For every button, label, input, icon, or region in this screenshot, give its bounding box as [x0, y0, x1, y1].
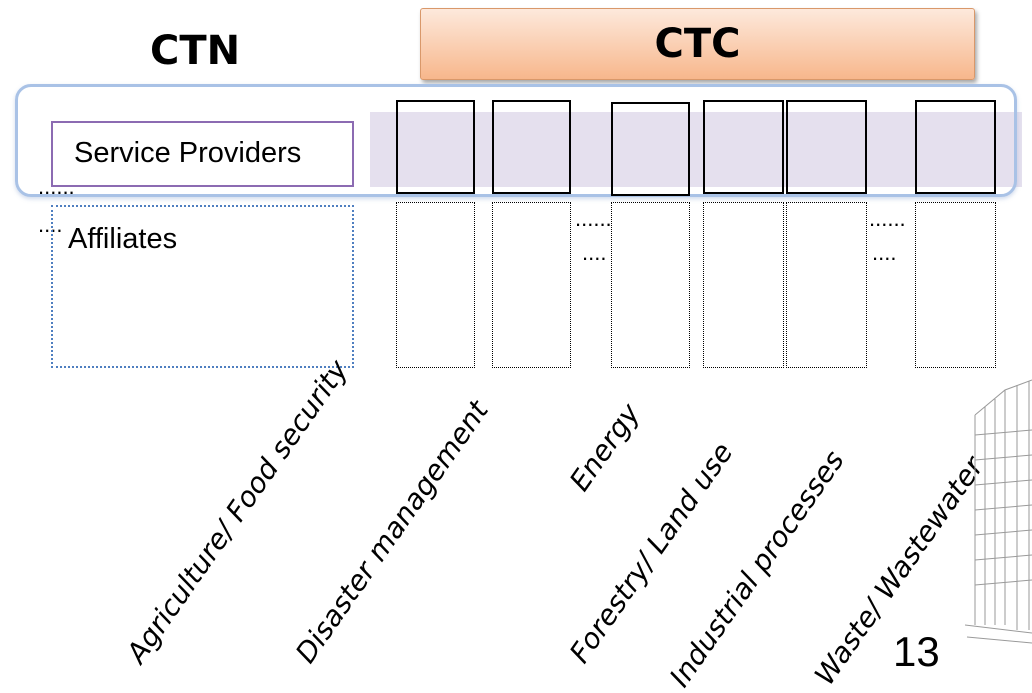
building-sketch-icon: [965, 379, 1032, 644]
affiliate-col-agriculture: [396, 202, 475, 368]
service-providers-box: [51, 121, 354, 187]
affiliate-col-energy: [611, 202, 690, 368]
sector-box-energy: [611, 102, 690, 196]
affiliate-col-waste: [915, 202, 996, 368]
sector-box-forestry: [703, 100, 784, 194]
sector-box-disaster: [492, 100, 571, 194]
sector-box-industrial: [786, 100, 867, 194]
affiliates-label: Affiliates: [68, 223, 178, 255]
ctc-banner: CTC: [420, 8, 975, 80]
sector-box-waste: [915, 100, 996, 194]
affiliate-col-forestry: [703, 202, 784, 368]
sector-label-disaster: Disaster management: [288, 394, 495, 669]
affiliates-box: [51, 205, 354, 368]
ellipsis-left-bottom: ....: [38, 212, 63, 237]
service-band-fill: [370, 112, 1022, 187]
ctn-title: CTN: [150, 28, 241, 74]
ellipsis-mid-2a: ......: [869, 206, 906, 231]
ellipsis-left-top: ......: [38, 174, 75, 199]
service-providers-label: Service Providers: [74, 137, 302, 169]
ctc-title: CTC: [654, 21, 741, 67]
ellipsis-mid-1a: ......: [575, 206, 612, 231]
ellipsis-mid-1b: ....: [582, 240, 607, 265]
sector-box-agriculture: [396, 100, 475, 194]
affiliate-col-disaster: [492, 202, 571, 368]
ellipsis-mid-2b: ....: [872, 240, 897, 265]
affiliate-col-industrial: [786, 202, 867, 368]
page-number: 13: [893, 628, 940, 675]
sector-label-energy: Energy: [562, 397, 647, 497]
service-provider-band: [15, 84, 1017, 197]
